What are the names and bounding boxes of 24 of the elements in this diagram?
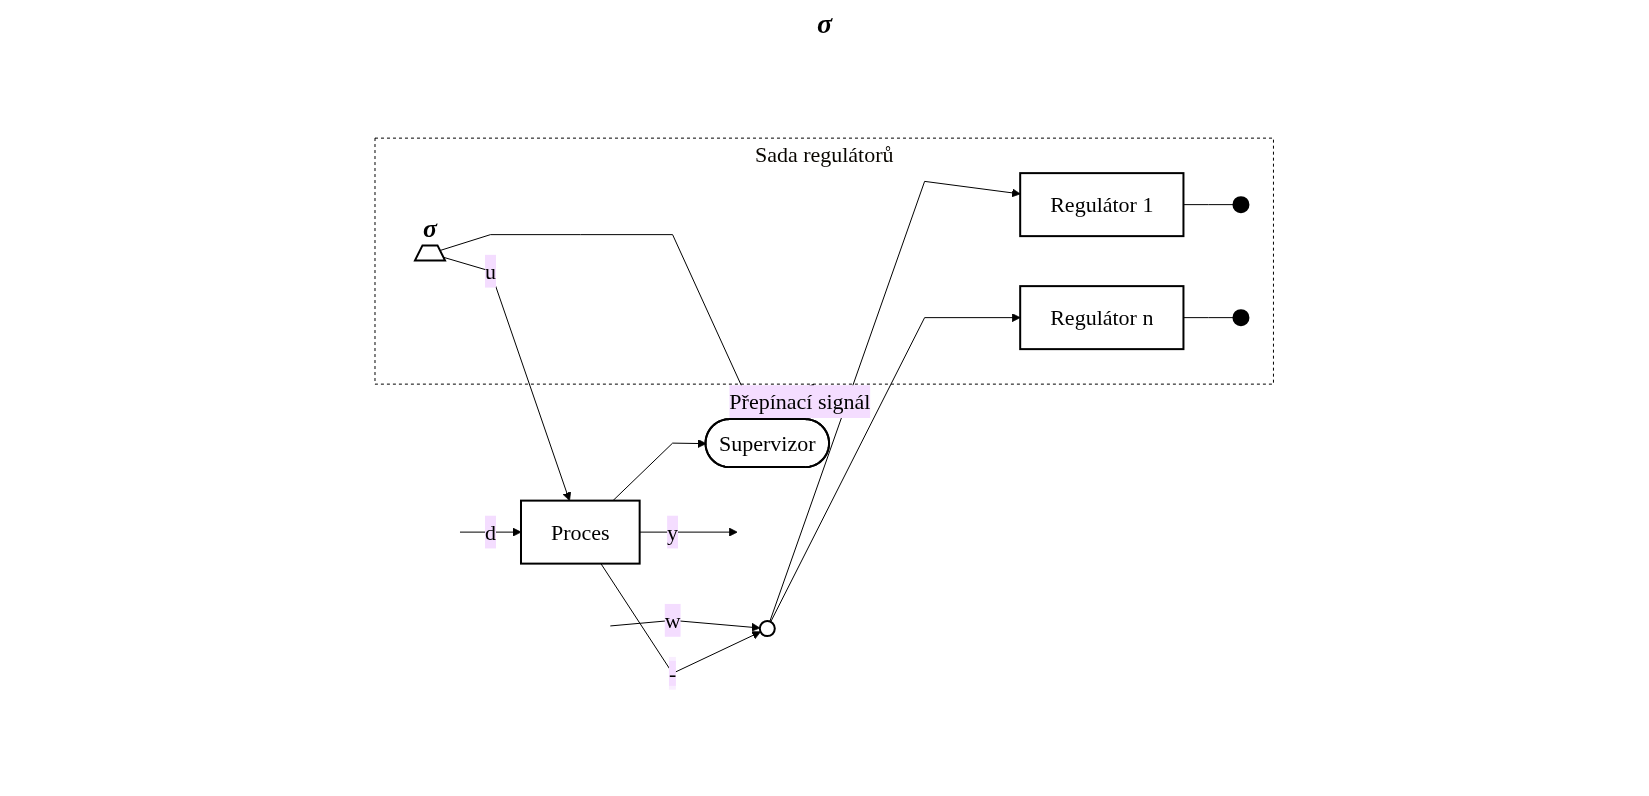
node-box: Regulátor 1 xyxy=(1019,172,1185,238)
node-circle xyxy=(1232,309,1250,327)
arrow xyxy=(639,527,738,537)
arrow xyxy=(770,313,1021,623)
node-box: Regulátor n xyxy=(1019,285,1185,351)
edge-label: w xyxy=(664,607,681,633)
node-switch xyxy=(413,244,447,262)
connector xyxy=(1183,317,1235,319)
switch-signal-symbol: σ xyxy=(423,214,438,244)
edge-label: u xyxy=(485,258,497,284)
edge-label: - xyxy=(669,660,677,686)
node-circle xyxy=(1232,196,1250,214)
arrow xyxy=(443,256,572,501)
arrow xyxy=(600,563,762,674)
node-box: Proces xyxy=(520,499,641,565)
arrow xyxy=(612,439,707,502)
edge-label: d xyxy=(485,519,497,545)
arrow xyxy=(610,619,761,632)
arrow xyxy=(769,180,1021,623)
edge-label: Přepínací signál xyxy=(729,389,871,415)
connector xyxy=(1183,204,1235,206)
edge-label: y xyxy=(667,519,679,545)
node-circle xyxy=(759,620,777,638)
signal-symbol: σ xyxy=(816,8,833,39)
